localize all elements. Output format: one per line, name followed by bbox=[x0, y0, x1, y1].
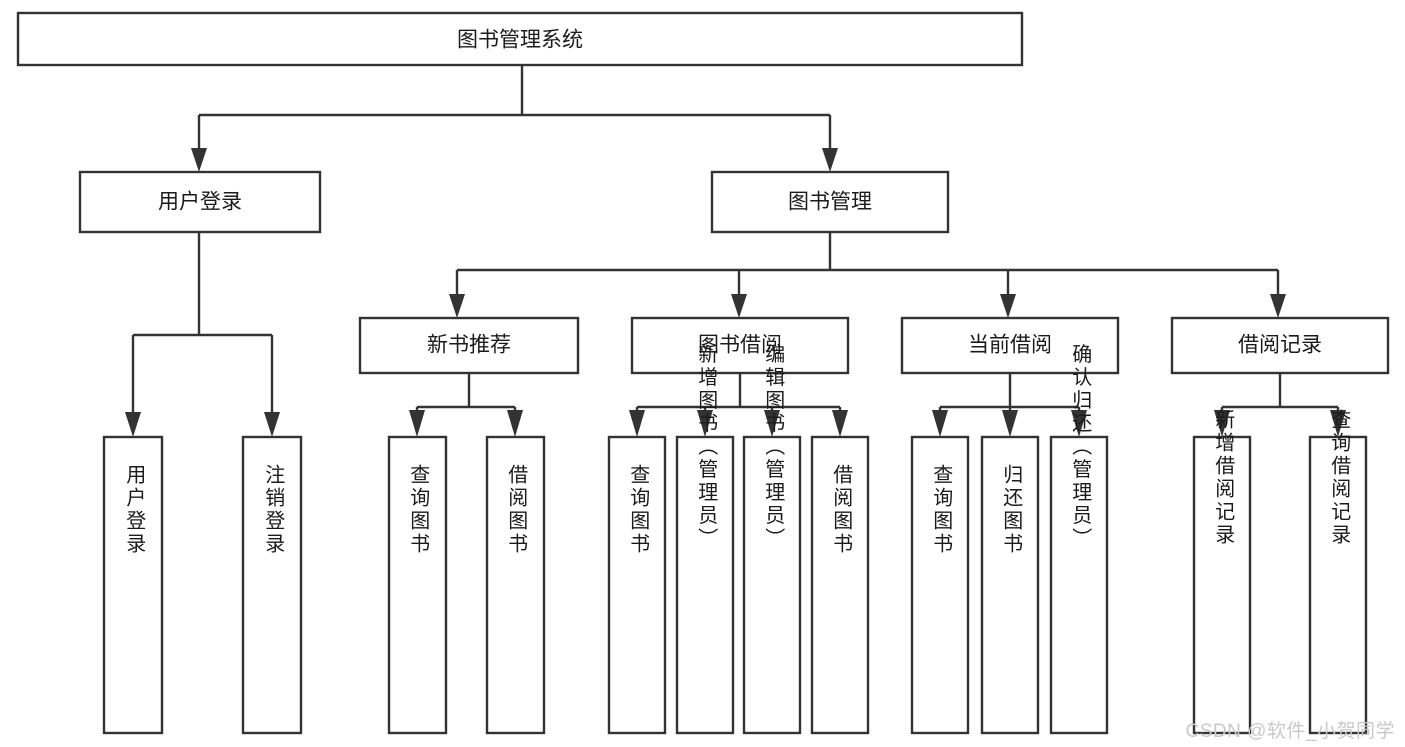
arrowhead-current-borrow bbox=[1000, 294, 1016, 318]
node-book-borrow[interactable]: 图书借阅 bbox=[630, 316, 850, 375]
connector-layer bbox=[125, 65, 1346, 437]
node-l4-add-record-box[interactable] bbox=[1192, 435, 1252, 735]
node-l4-logout-login[interactable]: 注销登录 bbox=[241, 435, 303, 735]
node-book-mgmt-label: 图书管理 bbox=[788, 191, 872, 214]
arrowhead-query-book-c bbox=[932, 410, 948, 437]
arrowhead-user-login bbox=[191, 148, 207, 172]
arrowhead-book-borrow bbox=[731, 294, 747, 318]
node-l4-add-book[interactable]: 新增图书（管理员） bbox=[675, 343, 735, 735]
node-l4-query-book-c[interactable]: 查询图书 bbox=[910, 435, 970, 735]
node-l4-query-book-c-label: 查询图书 bbox=[930, 464, 953, 556]
node-root-label: 图书管理系统 bbox=[457, 29, 583, 52]
node-l4-borrow-book-a-label: 借阅图书 bbox=[505, 464, 528, 556]
node-user-login-label: 用户登录 bbox=[158, 191, 242, 214]
node-root-box[interactable] bbox=[16, 11, 1024, 67]
node-new-book-rec[interactable]: 新书推荐 bbox=[358, 316, 580, 375]
node-l4-query-book-b-label: 查询图书 bbox=[627, 464, 650, 556]
node-l4-user-login[interactable]: 用户登录 bbox=[102, 435, 164, 735]
node-user-login-box[interactable] bbox=[78, 170, 322, 234]
arrowhead-borrow-record bbox=[1270, 294, 1286, 318]
arrowhead-borrow-book-a bbox=[507, 410, 523, 437]
node-book-mgmt[interactable]: 图书管理 bbox=[710, 170, 950, 234]
node-l4-borrow-book-b-box[interactable] bbox=[810, 435, 870, 735]
node-l4-logout-login-box[interactable] bbox=[241, 435, 303, 735]
node-l4-borrow-book-a-box[interactable] bbox=[485, 435, 546, 735]
node-l4-add-record[interactable]: 新增借阅记录 bbox=[1192, 409, 1252, 735]
node-user-login[interactable]: 用户登录 bbox=[78, 170, 322, 234]
arrowhead-l4-logout-login bbox=[264, 412, 280, 437]
node-book-mgmt-box[interactable] bbox=[710, 170, 950, 234]
node-l4-query-record-box[interactable] bbox=[1308, 435, 1368, 735]
node-l4-user-login-label: 用户登录 bbox=[123, 464, 146, 556]
node-current-borrow-label: 当前借阅 bbox=[968, 334, 1052, 357]
node-l4-add-record-label: 新增借阅记录 bbox=[1212, 409, 1235, 547]
node-l4-borrow-book-b-label: 借阅图书 bbox=[830, 464, 853, 556]
node-l4-return-book-box[interactable] bbox=[980, 435, 1040, 735]
arrowhead-add-book bbox=[697, 410, 713, 437]
node-l4-return-book-label: 归还图书 bbox=[1000, 464, 1023, 556]
arrowhead-book-mgmt bbox=[822, 148, 838, 172]
node-l4-query-book-c-box[interactable] bbox=[910, 435, 970, 735]
node-book-borrow-label: 图书借阅 bbox=[698, 334, 782, 357]
node-l4-borrow-book-b[interactable]: 借阅图书 bbox=[810, 435, 870, 735]
node-l4-edit-book[interactable]: 编辑图书（管理员） bbox=[742, 343, 802, 735]
node-l4-add-book-label: 新增图书（管理员） bbox=[695, 343, 718, 550]
node-current-borrow[interactable]: 当前借阅 bbox=[900, 316, 1120, 375]
arrowhead-query-book-a bbox=[409, 410, 425, 437]
node-new-book-rec-label: 新书推荐 bbox=[427, 334, 511, 357]
node-l4-edit-book-box[interactable] bbox=[742, 435, 802, 735]
node-l4-query-record-label: 查询借阅记录 bbox=[1328, 409, 1351, 547]
arrowhead-add-record bbox=[1214, 410, 1230, 437]
arrowhead-confirm-return bbox=[1071, 410, 1087, 437]
node-l4-confirm-return-label: 确认归还（管理员） bbox=[1069, 343, 1092, 550]
node-l4-borrow-book-a[interactable]: 借阅图书 bbox=[485, 435, 546, 735]
node-borrow-record-box[interactable] bbox=[1170, 316, 1390, 375]
arrowhead-borrow-book-b bbox=[832, 410, 848, 437]
node-l4-confirm-return-box[interactable] bbox=[1049, 435, 1109, 735]
node-root[interactable]: 图书管理系统 bbox=[16, 11, 1024, 67]
node-l4-query-book-b[interactable]: 查询图书 bbox=[607, 435, 667, 735]
node-new-book-rec-box[interactable] bbox=[358, 316, 580, 375]
arrowhead-l4-user-login bbox=[125, 412, 141, 437]
node-l4-query-book-a[interactable]: 查询图书 bbox=[387, 435, 448, 735]
node-l4-logout-login-label: 注销登录 bbox=[262, 464, 285, 556]
node-l4-query-book-a-label: 查询图书 bbox=[407, 464, 430, 556]
arrowhead-new-book-rec bbox=[449, 294, 465, 318]
node-borrow-record-label: 借阅记录 bbox=[1238, 334, 1322, 357]
node-l4-edit-book-label: 编辑图书（管理员） bbox=[762, 343, 785, 550]
node-book-borrow-box[interactable] bbox=[630, 316, 850, 375]
arrowhead-query-record bbox=[1330, 410, 1346, 437]
node-l4-user-login-box[interactable] bbox=[102, 435, 164, 735]
node-l4-confirm-return[interactable]: 确认归还（管理员） bbox=[1049, 343, 1109, 735]
node-current-borrow-box[interactable] bbox=[900, 316, 1120, 375]
arrowhead-return-book bbox=[1002, 410, 1018, 437]
node-l4-query-record[interactable]: 查询借阅记录 bbox=[1308, 409, 1368, 735]
node-borrow-record[interactable]: 借阅记录 bbox=[1170, 316, 1390, 375]
arrowhead-query-book-b bbox=[629, 410, 645, 437]
node-l4-add-book-box[interactable] bbox=[675, 435, 735, 735]
node-l4-query-book-a-box[interactable] bbox=[387, 435, 448, 735]
node-l4-return-book[interactable]: 归还图书 bbox=[980, 435, 1040, 735]
node-l4-query-book-b-box[interactable] bbox=[607, 435, 667, 735]
arrowhead-edit-book bbox=[764, 410, 780, 437]
